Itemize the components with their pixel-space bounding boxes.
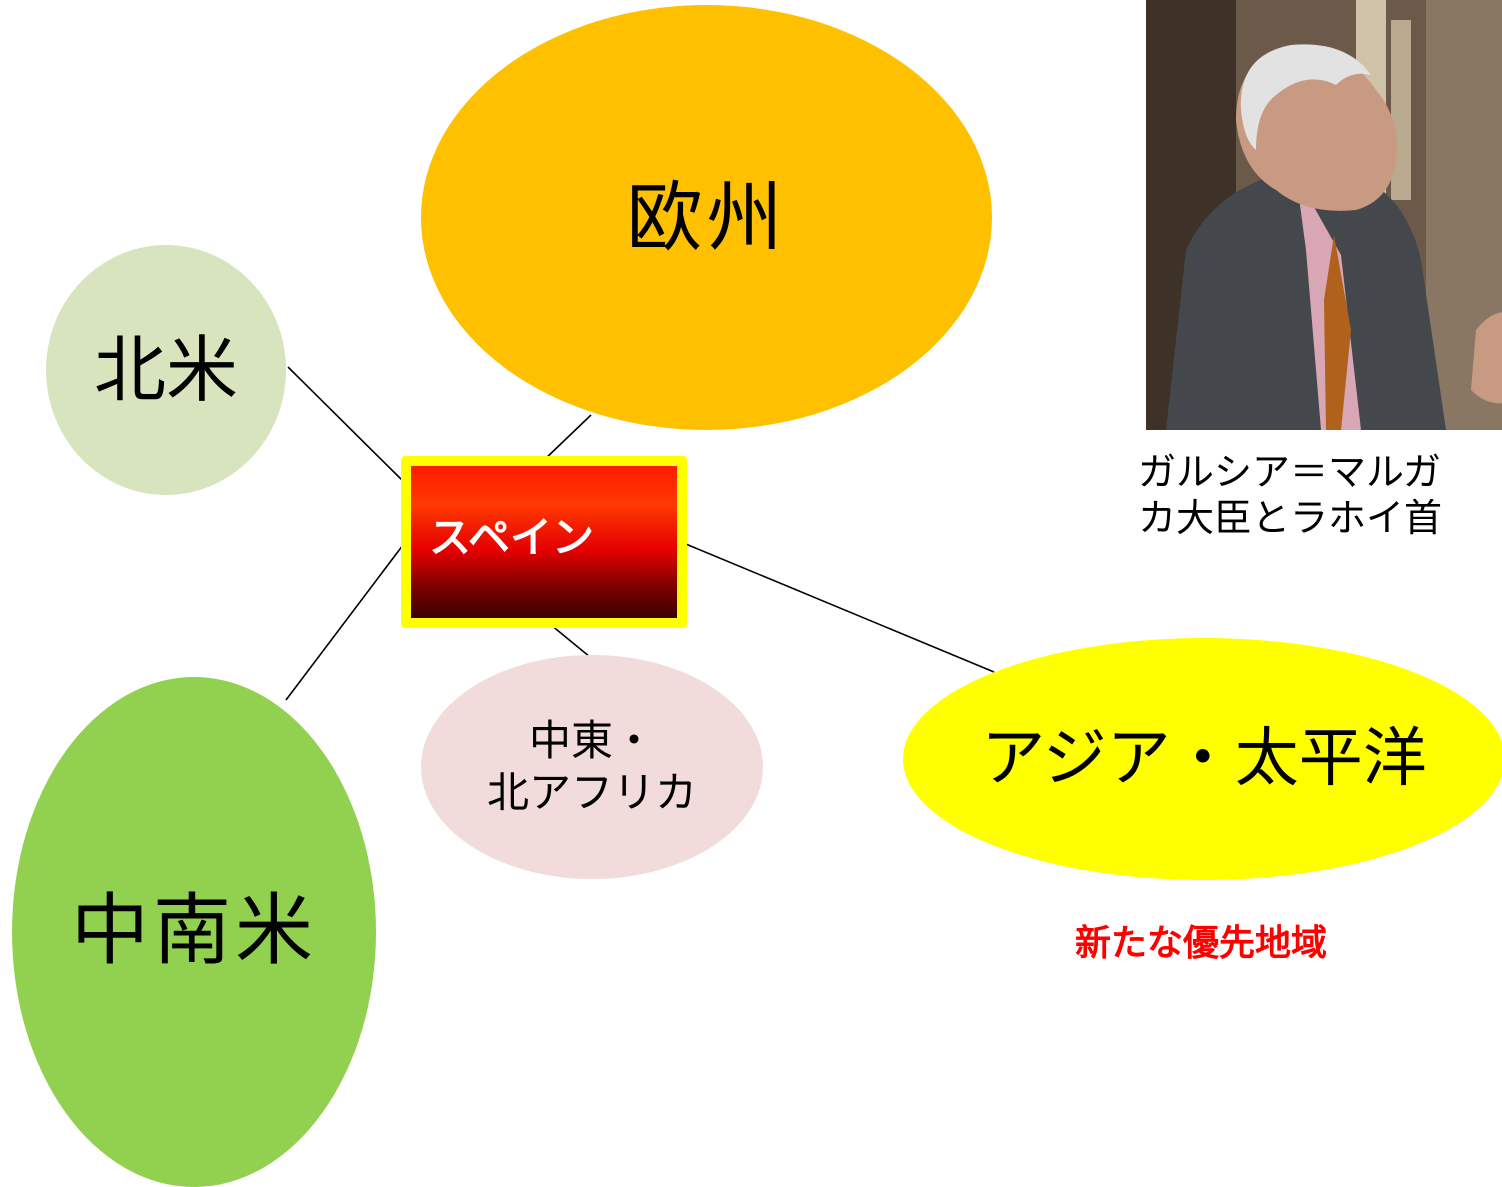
region-mena-label-line1: 中東・ bbox=[528, 715, 655, 765]
connector-spain-europe bbox=[542, 414, 592, 462]
region-mena-label: 中東・ 北アフリカ bbox=[487, 715, 697, 820]
center-node-label: スペイン bbox=[429, 513, 595, 562]
priority-region-note: 新たな優先地域 bbox=[1075, 923, 1328, 964]
photo-caption-line1: ガルシア＝マルガ bbox=[1138, 450, 1441, 494]
region-mena-label-line2: 北アフリカ bbox=[486, 768, 697, 817]
photo-caption: ガルシア＝マルガ カ大臣とラホイ首 bbox=[1138, 450, 1502, 541]
minister-photo-illustration bbox=[1146, 0, 1502, 430]
connector-spain-latin-america bbox=[285, 540, 407, 701]
region-latin-america: 中南米 bbox=[12, 677, 376, 1187]
center-node-spain: スペイン bbox=[401, 456, 687, 628]
photo-caption-line2: カ大臣とラホイ首 bbox=[1138, 495, 1443, 540]
connector-spain-asia-pacific bbox=[680, 541, 995, 673]
region-asia-pacific-label: アジア・太平洋 bbox=[981, 721, 1427, 796]
region-north-america: 北米 bbox=[46, 245, 286, 495]
connector-spain-north-america bbox=[287, 366, 406, 484]
region-middle-east-north-africa: 中東・ 北アフリカ bbox=[421, 655, 763, 879]
region-asia-pacific: アジア・太平洋 bbox=[903, 638, 1502, 880]
region-europe: 欧州 bbox=[421, 5, 992, 430]
region-latin-america-label: 中南米 bbox=[70, 886, 317, 977]
region-europe-label: 欧州 bbox=[626, 172, 787, 262]
minister-photo bbox=[1146, 0, 1502, 430]
region-north-america-label: 北米 bbox=[93, 327, 238, 412]
